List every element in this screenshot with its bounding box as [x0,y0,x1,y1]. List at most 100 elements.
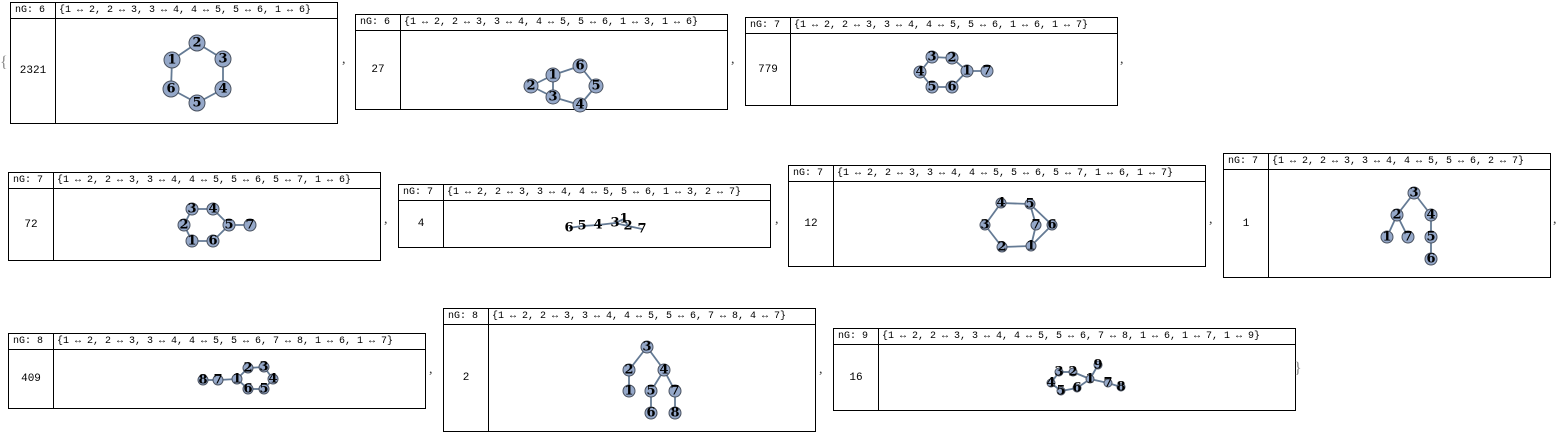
graph-edge-1-2 [623,218,629,227]
graph-node-label-7: 7 [982,64,991,79]
node-count-label: nG: 7 [9,173,54,188]
graph-node-1 [545,67,561,83]
graph-node-label-1: 1 [1085,372,1094,387]
node-count-label: nG: 6 [11,3,56,18]
graph-node-2 [177,218,191,232]
graph-node-label-9: 9 [1093,358,1102,373]
close-brace: } [1294,360,1302,377]
graph-node-6 [1046,219,1058,231]
graph-node-label-1: 1 [619,212,628,227]
edge-list: {1 ↔ 2, 2 ↔ 3, 3 ↔ 4, 4 ↔ 5, 5 ↔ 6, 1 ↔ … [404,17,699,28]
graph-node-label-7: 7 [1031,218,1040,233]
graph-card-9: nG: 8 {1 ↔ 2, 2 ↔ 3, 3 ↔ 4, 4 ↔ 5, 5 ↔ 6… [443,308,816,432]
graph-node-label-1: 1 [232,372,241,387]
graph-card-1: nG: 6 {1 ↔ 2, 2 ↔ 3, 3 ↔ 4, 4 ↔ 5, 5 ↔ 6… [10,2,338,124]
separator: , [384,212,388,227]
count-cell: 409 [9,350,54,408]
graph-node-label-3: 3 [1409,186,1418,201]
graph-node-2 [1068,367,1078,377]
graph-node-4 [995,197,1007,209]
graph-node-label-1: 1 [1382,230,1391,245]
graph-node-2 [996,241,1008,253]
card-header: nG: 9 {1 ↔ 2, 2 ↔ 3, 3 ↔ 4, 4 ↔ 5, 5 ↔ 6… [834,329,1295,345]
graph-node-label-6: 6 [208,234,217,249]
graph-node-label-7: 7 [637,222,646,237]
graph-node-label-3: 3 [1054,365,1063,380]
graph-node-label-4: 4 [208,202,217,217]
graph-node-4 [206,202,220,216]
graph-node-label-4: 4 [1046,376,1055,391]
node-count-label: nG: 9 [834,329,879,344]
graph-node-1 [960,64,974,78]
graph-node-label-6: 6 [1072,381,1081,396]
graph-node-label-4: 4 [1426,208,1435,223]
separator: , [342,52,346,67]
graph-node-label-5: 5 [259,382,268,397]
graph-node-label-5: 5 [591,79,600,94]
separator: , [1553,212,1557,227]
graph-node-label-2: 2 [243,361,252,376]
edge-list: {1 ↔ 2, 2 ↔ 3, 3 ↔ 4, 4 ↔ 5, 5 ↔ 6, 7 ↔ … [882,331,1261,342]
graph-node-6 [162,80,180,98]
graph-node-label-6: 6 [166,82,175,97]
card-header: nG: 7 {1 ↔ 2, 2 ↔ 3, 3 ↔ 4, 4 ↔ 5, 5 ↔ 6… [789,166,1205,182]
count-cell: 12 [789,182,834,266]
graph-node-label-3: 3 [259,360,268,375]
graph-node-label-5: 5 [1056,384,1065,399]
graph-node-label-2: 2 [179,218,188,233]
graph-node-9 [1093,360,1103,370]
graph-node-2 [188,34,206,52]
graph-node-4 [214,80,232,98]
graph-node-label-8: 8 [1116,380,1125,395]
graph-node-8 [197,374,209,386]
graph-node-4 [913,65,927,79]
graph-node-4 [267,373,279,385]
graph-node-label-5: 5 [224,218,233,233]
graph-node-label-1: 1 [187,234,196,249]
graph-node-3 [545,89,561,105]
graph-node-5 [258,383,270,395]
graph-node-1 [185,234,199,248]
card-header: nG: 6 {1 ↔ 2, 2 ↔ 3, 3 ↔ 4, 4 ↔ 5, 5 ↔ 6… [11,3,337,19]
edge-list: {1 ↔ 2, 2 ↔ 3, 3 ↔ 4, 4 ↔ 5, 5 ↔ 6, 1 ↔ … [447,187,742,198]
count-cell: 16 [834,345,879,410]
graph-node-label-7: 7 [245,218,254,233]
count-cell: 779 [746,34,791,105]
graph-card-4: nG: 7 {1 ↔ 2, 2 ↔ 3, 3 ↔ 4, 4 ↔ 5, 5 ↔ 6… [8,172,381,261]
graph-node-8 [1116,382,1126,392]
graph-node-label-6: 6 [564,221,573,236]
graph-node-7 [668,384,682,398]
graph-node-label-4: 4 [659,363,668,378]
graph-node-3 [979,219,991,231]
graph-node-3 [1407,186,1421,200]
graph-card-10: nG: 9 {1 ↔ 2, 2 ↔ 3, 3 ↔ 4, 4 ↔ 5, 5 ↔ 6… [833,328,1296,411]
separator: , [731,52,735,67]
graph-node-3 [640,340,654,354]
count-cell: 1 [1224,170,1269,277]
graph-node-7 [980,64,994,78]
graph-node-7 [1401,230,1415,244]
graph-node-5 [1024,198,1036,210]
graph-node-3 [258,361,270,373]
graph-node-8 [668,406,682,420]
graph-node-label-2: 2 [526,79,535,94]
card-header: nG: 7 {1 ↔ 2, 2 ↔ 3, 3 ↔ 4, 4 ↔ 5, 5 ↔ 6… [746,18,1117,34]
graph-node-label-1: 1 [548,68,557,83]
node-count-label: nG: 8 [9,334,54,349]
graph-card-8: nG: 8 {1 ↔ 2, 2 ↔ 3, 3 ↔ 4, 4 ↔ 5, 5 ↔ 6… [8,333,426,409]
node-count-label: nG: 7 [1224,154,1269,169]
graph-node-4 [1046,378,1056,388]
graph-node-label-4: 4 [593,218,602,233]
graph-edge-5-6 [568,225,583,229]
